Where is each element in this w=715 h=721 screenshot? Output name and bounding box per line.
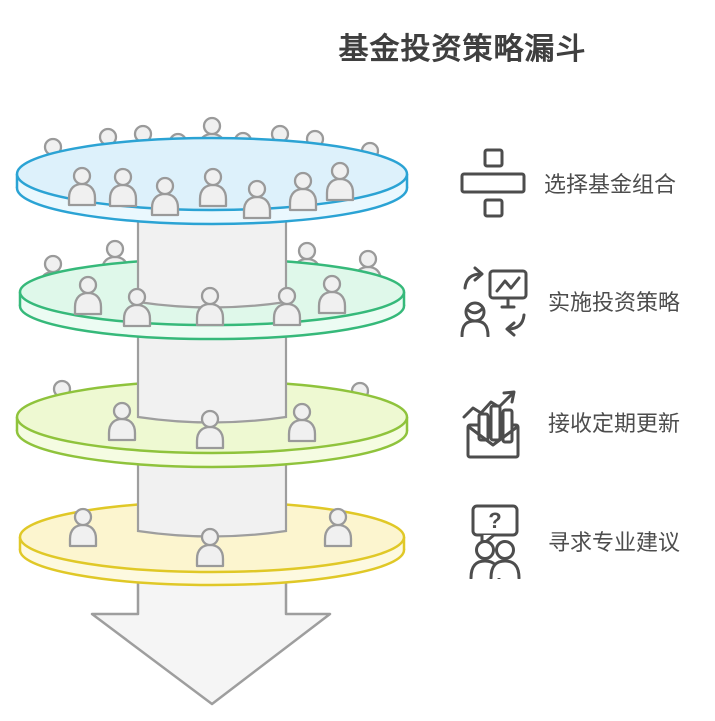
step-item-3: 接收定期更新 <box>460 385 680 459</box>
funnel-diagram <box>15 116 409 706</box>
step-label-1: 选择基金组合 <box>544 172 677 197</box>
question-mark-glyph: ? <box>488 508 501 533</box>
step-item-1: 选择基金组合 <box>460 148 676 218</box>
fund-allocation-icon <box>460 148 526 218</box>
step-item-4: ? 寻求专业建议 <box>460 503 680 579</box>
step-item-2: 实施投资策略 <box>460 265 680 337</box>
receive-updates-icon <box>462 390 520 459</box>
page-title: 基金投资策略漏斗 <box>338 33 587 66</box>
funnel-down-arrow <box>90 560 332 706</box>
steps-legend: 选择基金组合 实施投资策略 接收定期更新 <box>460 0 710 721</box>
step-label-3: 接收定期更新 <box>548 411 681 436</box>
implement-strategy-icon <box>460 266 528 337</box>
step-label-4: 寻求专业建议 <box>548 530 681 555</box>
step-label-2: 实施投资策略 <box>548 290 681 315</box>
seek-advice-icon: ? <box>469 504 521 579</box>
